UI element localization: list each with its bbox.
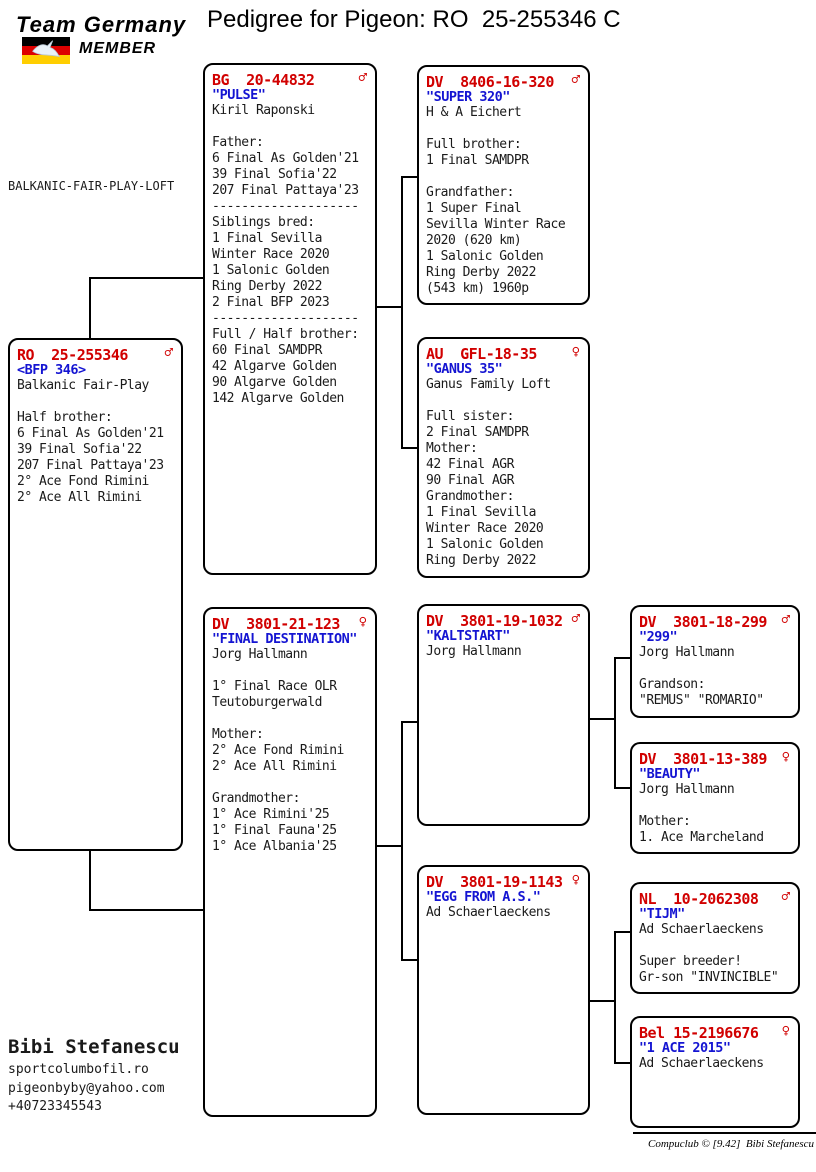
pigeon-details: H & A Eichert Full brother: 1 Final SAMD… — [426, 105, 566, 296]
connector-line — [614, 931, 616, 1064]
connector-line — [614, 657, 631, 659]
ring-number: DV 3801-19-1032 — [426, 612, 563, 630]
female-icon: ♀ — [571, 344, 580, 360]
connector-line — [89, 850, 91, 911]
ring-number: DV 3801-19-1143 — [426, 873, 563, 891]
footer-divider — [633, 1132, 816, 1134]
pigeon-box-sire-sire: DV 8406-16-320 ♂ "SUPER 320" H & A Eiche… — [417, 65, 590, 305]
pigeon-name: "PULSE" — [212, 87, 266, 103]
connector-line — [401, 447, 418, 449]
pigeon-name: "TIJM" — [639, 906, 685, 922]
ring-number: DV 3801-21-123 — [212, 615, 340, 633]
connector-line — [89, 909, 205, 911]
pigeon-name: "299" — [639, 629, 678, 645]
pigeon-box-dam: DV 3801-21-123 ♀ "FINAL DESTINATION" Jor… — [203, 607, 377, 1117]
connector-line — [376, 306, 402, 308]
pigeon-box-sire-dam: AU GFL-18-35 ♀ "GANUS 35" Ganus Family L… — [417, 337, 590, 578]
pigeon-box-subject: RO 25-255346 ♂ <BFP 346> Balkanic Fair-P… — [8, 338, 183, 851]
connector-line — [401, 176, 403, 449]
connector-line — [614, 931, 631, 933]
male-icon: ♂ — [781, 889, 790, 905]
female-icon: ♀ — [781, 749, 790, 765]
pigeon-details: Ad Schaerlaeckens Super breeder! Gr-son … — [639, 922, 779, 985]
female-icon: ♀ — [358, 614, 367, 630]
connector-line — [401, 176, 418, 178]
male-icon: ♂ — [571, 72, 580, 88]
connector-line — [589, 718, 616, 720]
pigeon-box-dam-dam-sire: NL 10-2062308 ♂ "TIJM" Ad Schaerlaeckens… — [630, 882, 800, 994]
pigeon-box-dam-sire-dam: DV 3801-13-389 ♀ "BEAUTY" Jorg Hallmann … — [630, 742, 800, 854]
pigeon-box-dam-dam-dam: Bel 15-2196676 ♀ "1 ACE 2015" Ad Schaerl… — [630, 1016, 800, 1128]
connector-line — [614, 657, 616, 789]
pigeon-box-dam-dam: DV 3801-19-1143 ♀ "EGG FROM A.S." Ad Sch… — [417, 865, 590, 1115]
pigeon-name: <BFP 346> — [17, 362, 86, 378]
male-icon: ♂ — [781, 612, 790, 628]
female-icon: ♀ — [781, 1023, 790, 1039]
connector-line — [89, 277, 91, 339]
pigeon-details: Balkanic Fair-Play Half brother: 6 Final… — [17, 378, 164, 505]
pigeon-details: Kiril Raponski Father: 6 Final As Golden… — [212, 103, 359, 406]
owner-email: pigeonbyby@yahoo.com — [8, 1081, 165, 1096]
connector-line — [401, 959, 418, 961]
pigeon-details: Ganus Family Loft Full sister: 2 Final S… — [426, 377, 551, 568]
connector-line — [401, 721, 418, 723]
connector-line — [614, 1062, 631, 1064]
pigeon-details: Jorg Hallmann 1° Final Race OLR Teutobur… — [212, 647, 344, 854]
owner-website: sportcolumbofil.ro — [8, 1062, 149, 1077]
ring-number: DV 3801-13-389 — [639, 750, 767, 768]
ring-number: DV 8406-16-320 — [426, 73, 554, 91]
connector-line — [376, 845, 402, 847]
software-credit: Compuclub © [9.42] Bibi Stefanescu — [647, 1138, 814, 1150]
connector-line — [89, 277, 205, 279]
pigeon-box-dam-sire-sire: DV 3801-18-299 ♂ "299" Jorg Hallmann Gra… — [630, 605, 800, 718]
pigeon-details: Jorg Hallmann — [426, 644, 522, 659]
ring-number: Bel 15-2196676 — [639, 1024, 759, 1042]
pigeon-name: "EGG FROM A.S." — [426, 889, 541, 905]
owner-name: Bibi Stefanescu — [8, 1036, 180, 1058]
page-title: Pedigree for Pigeon: RO 25-255346 C — [207, 6, 621, 33]
ring-number: RO 25-255346 — [17, 346, 128, 364]
pigeon-name: "1 ACE 2015" — [639, 1040, 731, 1056]
pigeon-details: Jorg Hallmann Grandson: "REMUS" "ROMARIO… — [639, 645, 764, 708]
male-icon: ♂ — [571, 611, 580, 627]
pigeon-details: Ad Schaerlaeckens — [426, 905, 551, 920]
ring-number: NL 10-2062308 — [639, 890, 759, 908]
pigeon-name: "SUPER 320" — [426, 89, 510, 105]
male-icon: ♂ — [358, 70, 367, 86]
dove-icon — [32, 40, 61, 58]
connector-line — [614, 787, 631, 789]
pigeon-name: "KALTSTART" — [426, 628, 510, 644]
male-icon: ♂ — [164, 345, 173, 361]
owner-phone: +40723345543 — [8, 1099, 102, 1114]
loft-name-label: BALKANIC-FAIR-PLAY-LOFT — [8, 179, 175, 193]
pigeon-details: Ad Schaerlaeckens — [639, 1056, 764, 1071]
connector-line — [401, 721, 403, 961]
german-flag-icon — [22, 37, 70, 64]
ring-number: DV 3801-18-299 — [639, 613, 767, 631]
pigeon-name: "GANUS 35" — [426, 361, 503, 377]
team-germany-logo-text: Team Germany — [16, 12, 187, 37]
pigeon-name: "FINAL DESTINATION" — [212, 631, 357, 647]
connector-line — [589, 1000, 616, 1002]
pigeon-box-dam-sire: DV 3801-19-1032 ♂ "KALTSTART" Jorg Hallm… — [417, 604, 590, 826]
member-label: MEMBER — [79, 40, 157, 57]
pigeon-details: Jorg Hallmann Mother: 1. Ace Marcheland — [639, 782, 764, 845]
pigeon-box-sire: BG 20-44832 ♂ "PULSE" Kiril Raponski Fat… — [203, 63, 377, 575]
female-icon: ♀ — [571, 872, 580, 888]
pigeon-name: "BEAUTY" — [639, 766, 701, 782]
ring-number: BG 20-44832 — [212, 71, 315, 89]
ring-number: AU GFL-18-35 — [426, 345, 537, 363]
